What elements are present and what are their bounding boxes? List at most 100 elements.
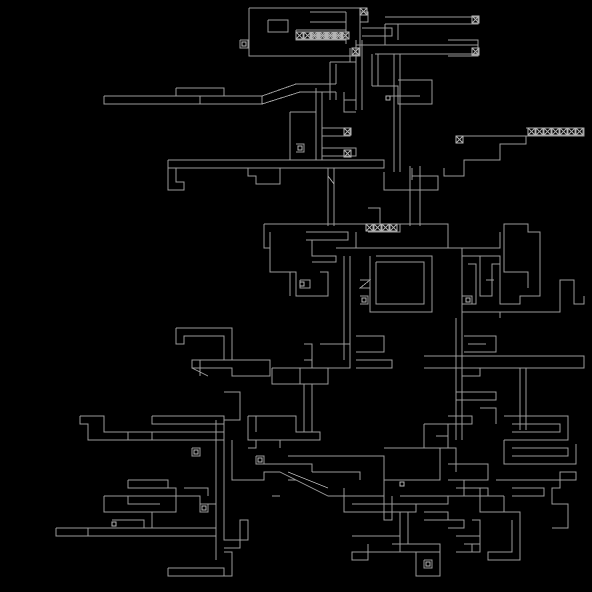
lift-icon [309,31,318,40]
lift-icon [359,7,368,16]
lift-icon [559,127,568,136]
wall-segment [296,143,305,153]
wall-segment [255,455,265,465]
wall-segment [384,503,417,513]
lift-icon [471,15,480,24]
switch-icon [425,561,431,567]
wall-segment [496,471,577,529]
wall-segment [461,295,473,305]
wall-segment [504,415,569,441]
lift-icon [389,223,398,232]
wall-segment [375,261,425,305]
lift-icon [343,149,352,158]
lift-icon [543,127,552,136]
wall-segment [343,92,356,113]
wall-segment [127,496,160,505]
wall-segment [306,231,349,241]
lift-icon [341,31,350,40]
wall-segment [103,95,263,105]
lift-icon [551,127,560,136]
wall-segment [248,7,361,57]
wall-segment [322,127,351,137]
switch-icon [399,481,405,487]
wall-segment [322,147,357,157]
wall-segment [263,224,270,249]
wall-segment [299,279,311,289]
lift-icon [527,127,536,136]
wall-segment [279,471,384,497]
switch-icon [385,95,391,101]
wall-segment [167,567,225,577]
lift-icon [295,31,304,40]
wall-segment [55,527,217,537]
wall-segment [456,487,489,496]
wall-segment [261,91,336,105]
wall-lines [55,7,585,577]
wall-segment [503,440,577,465]
wall-segment [269,232,329,297]
lift-icon [333,31,342,40]
wall-segment [247,168,281,185]
wall-segment [356,359,393,369]
wall-segment [311,240,337,263]
wall-segment [356,335,385,353]
wall-segment [343,488,384,513]
wall-segment [479,488,521,561]
lift-icon [535,127,544,136]
wall-segment [440,447,457,472]
wall-segment [267,19,289,33]
wall-segment [175,328,225,360]
switch-icon [299,281,305,287]
wall-segment [480,407,497,424]
wall-segment [136,511,153,528]
wall-segment [127,479,169,489]
wall-segment [443,135,527,177]
wall-segment [415,552,441,577]
switch-icon [193,449,199,455]
wall-segment [289,112,316,161]
wall-segment [385,16,479,25]
wall-segment [456,535,481,553]
wall-segment [424,355,585,369]
wall-segment [368,207,381,224]
lift-icon [365,223,374,232]
wall-segment [369,255,433,313]
lift-markers [111,7,584,567]
wall-segment [287,471,329,489]
lift-icon [373,223,382,232]
wall-segment [167,168,185,191]
switch-icon [361,297,367,303]
wall-segment [464,335,497,353]
wall-segment [512,423,561,433]
wall-segment [462,223,541,305]
wall-segment [472,519,481,545]
wall-segment [304,343,313,368]
wall-segment [392,543,441,553]
lift-icon [351,47,360,56]
wall-segment [383,172,439,191]
wall-segment [151,415,225,425]
wall-segment [184,487,209,496]
wall-segment [400,495,449,505]
lift-icon [567,127,576,136]
wall-segment [462,367,481,377]
wall-segment [336,247,463,318]
wall-segment [248,440,257,449]
wall-segment [191,447,201,457]
wall-segment [384,359,393,369]
wall-segment [271,367,329,385]
lift-icon [343,127,352,136]
switch-icon [111,521,117,527]
wall-segment [176,87,225,96]
wall-segment [462,279,585,313]
wall-segment [224,551,233,577]
wall-segment [375,44,479,55]
wall-segment [360,295,369,305]
wall-segment [261,83,336,97]
wall-segment [372,79,433,105]
wall-segment [448,519,465,529]
wall-segment [383,480,393,521]
wall-segment [103,495,177,513]
wall-segment [320,343,351,369]
